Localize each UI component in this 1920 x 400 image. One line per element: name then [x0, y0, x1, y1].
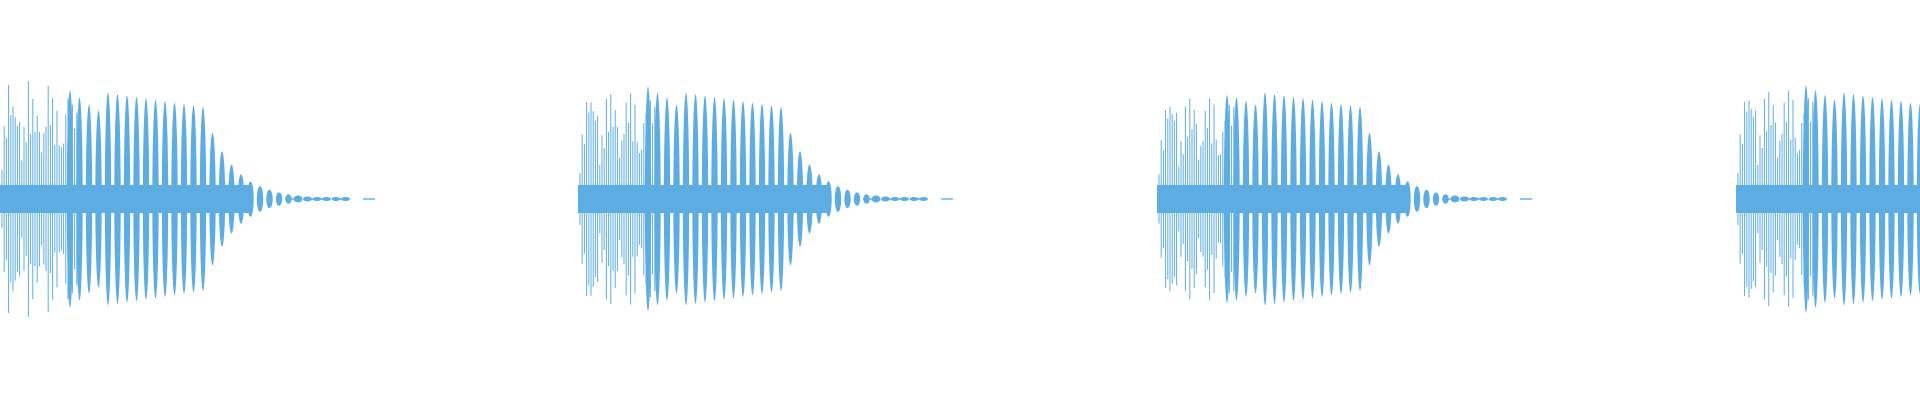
waveform-lobe: [1233, 97, 1240, 301]
waveform-lobe: [739, 101, 747, 297]
waveform-lobe: [815, 174, 823, 224]
waveform-lobe: [161, 101, 169, 297]
waveform-lobe: [66, 90, 74, 308]
waveform-lobe: [1859, 95, 1867, 303]
waveform-lobe: [1821, 95, 1829, 303]
waveform-lobe: [673, 104, 680, 294]
waveform-lobe: [171, 102, 178, 296]
waveform-lobe: [85, 104, 93, 294]
waveform-lobe: [1897, 101, 1905, 297]
waveform-lobe: [293, 195, 303, 203]
waveform-lobe: [303, 196, 312, 202]
waveform-lobe: [844, 189, 851, 209]
waveform-lobe: [123, 95, 131, 303]
waveform-lobe: [768, 105, 775, 293]
waveform-lobe: [1318, 101, 1326, 297]
waveform-lobe: [1479, 197, 1488, 201]
waveform-lobe: [95, 110, 102, 288]
waveform-lobe: [237, 174, 245, 224]
waveform-lobe: [322, 197, 331, 201]
waveform-lobe: [881, 196, 890, 202]
waveform-lobe: [749, 102, 756, 296]
waveform-lobe: [663, 97, 671, 301]
waveform-lobe: [1261, 92, 1269, 306]
waveform-lobe: [152, 99, 159, 299]
waveform-lobe: [275, 192, 283, 206]
waveform-lobe: [730, 99, 737, 299]
waveform-lobe: [1328, 102, 1335, 296]
waveform-lobe: [209, 132, 216, 266]
waveform-lobe: [1280, 95, 1288, 303]
waveform-lobe: [701, 95, 709, 303]
waveform-lobe: [1802, 85, 1810, 313]
waveform-lobe: [777, 106, 785, 292]
waveform-lobe: [190, 105, 197, 293]
waveform-lobe: [1812, 90, 1819, 308]
waveform-lobe: [104, 92, 112, 306]
waveform-lobe: [1432, 192, 1440, 206]
waveform-lobe: [1337, 104, 1345, 294]
waveform-lobe: [199, 106, 207, 292]
waveform-lobe: [76, 97, 83, 301]
waveform-lobe: [1223, 95, 1231, 303]
waveform-lobe: [825, 181, 832, 217]
waveform-lobe: [1356, 106, 1364, 292]
waveform-lobe: [180, 104, 188, 294]
waveform-lobe: [871, 195, 881, 203]
waveform-lobe: [654, 92, 661, 306]
waveform-lobe: [247, 181, 254, 217]
waveform-lobe: [218, 151, 226, 247]
waveform-lobe: [1394, 174, 1402, 224]
waveform-lobe: [758, 104, 766, 294]
waveform-lobe: [1831, 99, 1838, 299]
waveform-lobe: [1413, 186, 1421, 212]
waveform-lobe: [853, 192, 861, 206]
waveform-lobe: [1242, 101, 1250, 297]
waveform-lobe: [692, 94, 699, 304]
waveform-lobe: [1290, 97, 1297, 301]
waveform-lobe: [806, 164, 813, 234]
waveform-lobe: [142, 98, 150, 300]
waveform-lobe: [114, 94, 121, 304]
waveform-lobe: [1271, 94, 1278, 304]
waveform-lobe: [1450, 195, 1460, 203]
waveform-lobe: [1252, 104, 1259, 294]
waveform-lobe: [1488, 197, 1498, 201]
waveform-lobe: [1385, 164, 1392, 234]
waveform-lobe: [909, 197, 919, 201]
waveform-lobe: [228, 164, 235, 234]
waveform-lobe: [796, 151, 804, 247]
waveform-lobe: [1869, 97, 1876, 301]
waveform-lobe: [331, 197, 341, 201]
waveform-lobe: [1375, 151, 1383, 247]
waveform-bursts: [0, 81, 1920, 317]
waveform-lobe: [1309, 99, 1316, 299]
waveform-lobe: [1850, 94, 1857, 304]
waveform-lobe: [1878, 98, 1886, 300]
waveform-lobe: [1423, 189, 1430, 209]
waveform-lobe: [256, 186, 264, 212]
waveform-lobe: [1888, 99, 1895, 299]
waveform-lobe: [266, 189, 273, 209]
waveform-lobe: [644, 86, 652, 312]
waveform-lobe: [133, 97, 140, 301]
waveform-lobe: [1460, 196, 1469, 202]
waveform-lobe: [1299, 98, 1307, 300]
waveform-lobe: [1404, 181, 1411, 217]
waveform-lobe: [1916, 104, 1920, 294]
waveform-lobe: [1907, 102, 1914, 296]
waveform-lobe: [682, 92, 690, 306]
waveform-lobe: [711, 97, 718, 301]
waveform-lobe: [1347, 105, 1354, 293]
waveform-lobe: [1366, 132, 1373, 266]
waveform-lobe: [834, 186, 842, 212]
waveform-lobe: [720, 98, 728, 300]
waveform-lobe: [1840, 92, 1848, 306]
waveform-lobe: [900, 197, 909, 201]
waveform-lobe: [787, 132, 794, 266]
